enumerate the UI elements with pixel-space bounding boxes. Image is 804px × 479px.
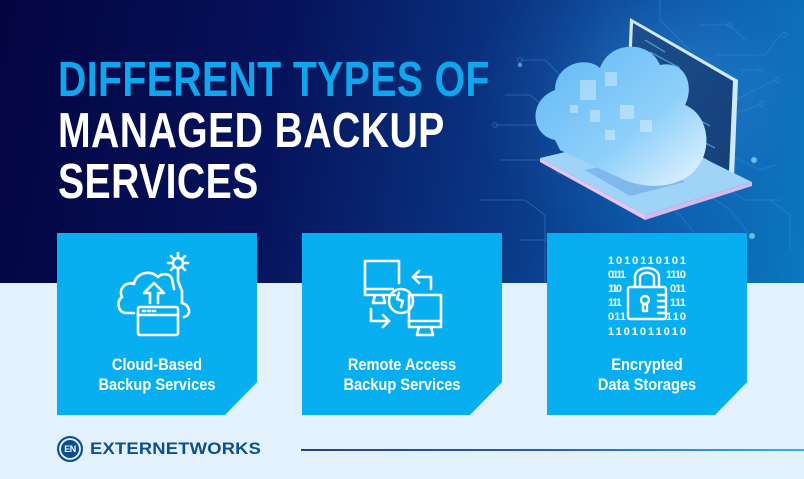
cloud-laptop-illustration-icon [535,18,752,220]
card-label: Encrypted Data Storages [561,355,733,395]
svg-text:011: 011 [608,311,626,323]
svg-text:110: 110 [608,283,622,295]
card-label: Remote Access Backup Services [316,355,488,395]
card-label-line-2: Data Storages [597,375,697,394]
svg-text:1110: 1110 [666,269,686,281]
card-label-line-2: Backup Services [98,375,216,394]
externetworks-logo[interactable]: EN EXTERNETWORKS [57,436,261,462]
card-encrypted-data-storage[interactable]: 1010110101 0111 1110 110 011 111 111 011… [547,233,747,415]
card-label-line-1: Remote Access [347,355,457,374]
svg-text:011: 011 [670,283,686,295]
remote-monitors-transfer-icon [363,259,443,337]
card-cloud-based-backup[interactable]: Cloud-Based Backup Services [57,233,257,415]
title-line-2: MANAGED BACKUP [58,104,445,158]
svg-text:0111: 0111 [608,269,626,281]
logo-badge: EN [57,436,83,462]
card-label: Cloud-Based Backup Services [71,355,243,395]
svg-text:1010110101: 1010110101 [608,255,686,267]
hero-banner: DIFFERENT TYPES OF MANAGED BACKUP SERVIC… [0,0,804,283]
card-label-line-2: Backup Services [343,375,461,394]
padlock-binary-icon: 1010110101 0111 1110 110 011 111 111 011… [608,255,686,338]
cloud-upload-gear-folder-icon [117,251,191,337]
title-line-3: SERVICES [58,155,259,209]
logo-text: EXTERNETWORKS [90,439,262,458]
page-title: DIFFERENT TYPES OF MANAGED BACKUP SERVIC… [58,55,490,208]
svg-text:111: 111 [608,297,622,309]
card-remote-access-backup[interactable]: Remote Access Backup Services [302,233,502,415]
card-label-line-1: Cloud-Based [111,355,203,374]
card-label-line-1: Encrypted [611,355,683,374]
svg-text:1101011010: 1101011010 [608,326,686,338]
svg-text:111: 111 [670,297,686,309]
footer-divider [301,449,804,451]
title-line-1: DIFFERENT TYPES OF [58,53,490,107]
svg-text:110: 110 [666,311,686,323]
